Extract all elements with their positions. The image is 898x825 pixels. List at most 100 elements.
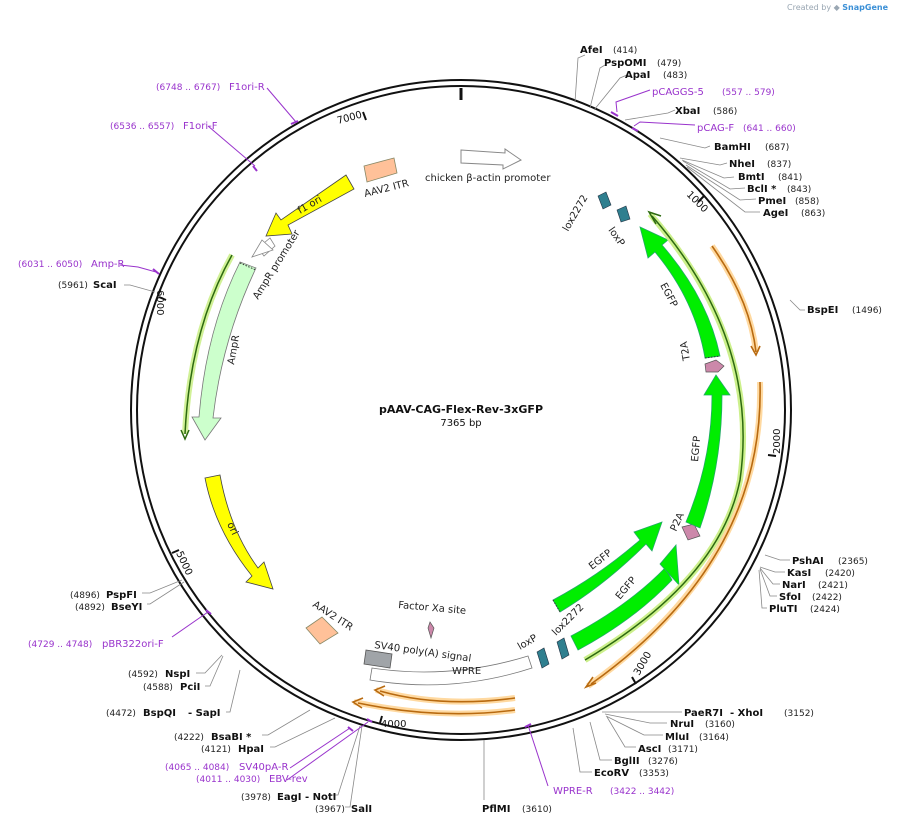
primer-track-wpre-1-head bbox=[373, 685, 386, 697]
site-hpai: HpaI bbox=[238, 744, 264, 755]
site-bseyi-pos: (4892) bbox=[75, 603, 105, 613]
backbone-outer bbox=[130, 79, 792, 741]
site-xhoi: - XhoI bbox=[730, 708, 763, 719]
backbone-inner bbox=[136, 85, 786, 735]
site-pcii-pos: (4588) bbox=[143, 683, 173, 693]
site-pspfi: PspFI bbox=[106, 590, 137, 601]
tick-label-6000: 6000 bbox=[154, 290, 165, 315]
feature-aav2-itr-bottom bbox=[305, 616, 339, 645]
primer-sv40pa-r-range: (4065 .. 4084) bbox=[165, 763, 229, 773]
site-xbai: XbaI bbox=[675, 106, 700, 117]
site-apai-pos: (483) bbox=[663, 71, 687, 81]
site-pmei-pos: (858) bbox=[795, 197, 819, 207]
primer-track-right-1 bbox=[711, 245, 757, 353]
site-pspfi-pos: (4896) bbox=[70, 591, 100, 601]
site-sapi: - SapI bbox=[188, 708, 220, 719]
primer-leaders bbox=[119, 87, 696, 787]
site-bseyi: BseYI bbox=[111, 602, 142, 613]
feature-egfp-3-head bbox=[659, 543, 680, 587]
site-noti: - NotI bbox=[305, 792, 336, 803]
tick-marks bbox=[158, 111, 777, 724]
site-eagi-pos: (3978) bbox=[241, 793, 271, 803]
feature-loxp-top bbox=[616, 205, 631, 223]
feature-egfp-4-dots bbox=[552, 599, 561, 613]
feature-factor-xa bbox=[427, 621, 435, 640]
primer-track-wpre-1 bbox=[379, 690, 516, 703]
tick-label-4000: 4000 bbox=[381, 719, 406, 730]
credit-prefix: Created by bbox=[787, 3, 832, 12]
plasmid-length: 7365 bp bbox=[440, 418, 481, 429]
site-hpai-pos: (4121) bbox=[201, 745, 231, 755]
site-nhei: NheI bbox=[729, 159, 755, 170]
site-bspqi: BspQI bbox=[143, 708, 176, 719]
site-ecorv: EcoRV bbox=[594, 768, 629, 779]
site-xbai-pos: (586) bbox=[713, 107, 737, 117]
feature-egfp-4 bbox=[552, 521, 663, 613]
site-bspei-pos: (1496) bbox=[852, 306, 882, 316]
label-egfp-1: EGFP bbox=[657, 281, 679, 309]
site-nrui-pos: (3160) bbox=[705, 720, 735, 730]
feature-aav2-itr-top bbox=[363, 157, 398, 183]
site-bspqi-pos: (4472) bbox=[106, 709, 136, 719]
site-bamhi-pos: (687) bbox=[765, 143, 789, 153]
tick-label-2000: 2000 bbox=[772, 429, 783, 454]
tick-label-1000: 1000 bbox=[684, 189, 710, 215]
site-bmti: BmtI bbox=[738, 172, 765, 183]
label-ori: ori bbox=[224, 521, 239, 537]
feature-wpre bbox=[369, 655, 533, 686]
site-scai: ScaI bbox=[93, 280, 117, 291]
primer-ebv-rev-range: (4011 .. 4030) bbox=[196, 775, 260, 785]
site-paer7i: PaeR7I bbox=[684, 708, 723, 719]
site-xhoi-pos: (3152) bbox=[784, 709, 814, 719]
site-sfoi-pos: (2422) bbox=[812, 593, 842, 603]
label-loxp-top: loxP bbox=[606, 225, 627, 248]
site-pshai-pos: (2365) bbox=[838, 557, 868, 567]
site-pcii: PciI bbox=[180, 682, 200, 693]
site-pspomi: PspOMI bbox=[604, 58, 646, 69]
label-egfp-2: EGFP bbox=[690, 436, 703, 463]
site-pluti: PluTI bbox=[769, 604, 797, 615]
site-bglii: BglII bbox=[614, 756, 640, 767]
primer-f1ori-f-range: (6536 .. 6557) bbox=[110, 122, 174, 132]
snapgene-logo-icon: ◆ bbox=[833, 3, 840, 12]
site-pspomi-pos: (479) bbox=[657, 59, 681, 69]
primer-wpre-r-range: (3422 .. 3442) bbox=[610, 787, 674, 797]
site-nspi-pos: (4592) bbox=[128, 670, 158, 680]
site-nari-pos: (2421) bbox=[818, 581, 848, 591]
label-loxp-bottom: loxP bbox=[516, 633, 539, 653]
primer-ebv-rev: EBV-rev bbox=[269, 774, 308, 785]
site-pflmi: PflMI bbox=[482, 804, 510, 815]
site-kasi-pos: (2420) bbox=[825, 569, 855, 579]
label-factor-xa: Factor Xa site bbox=[398, 600, 467, 617]
site-bsabi: BsaBI * bbox=[211, 732, 252, 743]
feature-p2a bbox=[681, 523, 701, 541]
primer-pcaggs5-range: (557 .. 579) bbox=[722, 88, 775, 98]
site-sfoi: SfoI bbox=[779, 592, 801, 603]
primer-f1ori-r: F1ori-R bbox=[229, 82, 265, 93]
feature-loxp-bottom bbox=[536, 647, 550, 669]
feature-lox2272-top bbox=[597, 191, 612, 210]
primer-f1ori-f: F1ori-F bbox=[183, 121, 218, 132]
site-mlui-pos: (3164) bbox=[699, 733, 729, 743]
site-leaders-right bbox=[483, 54, 805, 800]
site-asci-pos: (3171) bbox=[668, 745, 698, 755]
label-ampr: AmpR bbox=[226, 334, 242, 365]
snapgene-credit: Created by ◆ SnapGene bbox=[787, 3, 888, 12]
feature-sv40-polya bbox=[363, 649, 393, 669]
primer-track-right-2 bbox=[590, 381, 761, 685]
primer-track-wpre-2-head bbox=[351, 697, 364, 709]
label-ampr-promoter: AmpR promoter bbox=[251, 228, 303, 302]
site-pmei: PmeI bbox=[758, 196, 786, 207]
primer-pbr322ori-f: pBR322ori-F bbox=[102, 639, 164, 650]
primer-sv40pa-r: SV40pA-R bbox=[239, 762, 288, 773]
plasmid-name: pAAV-CAG-Flex-Rev-3xGFP bbox=[379, 403, 543, 416]
label-chicken-actin-promoter: chicken β-actin promoter bbox=[425, 173, 551, 184]
primer-track-wpre-2 bbox=[357, 702, 516, 715]
credit-brand: SnapGene bbox=[842, 3, 888, 12]
feature-f1-ori bbox=[265, 174, 355, 237]
primer-track-ampr bbox=[184, 254, 233, 435]
site-afei: AfeI bbox=[580, 45, 603, 56]
feature-egfp-1-dots bbox=[704, 355, 721, 359]
site-kasi: KasI bbox=[787, 568, 811, 579]
site-sali: SalI bbox=[351, 804, 372, 815]
